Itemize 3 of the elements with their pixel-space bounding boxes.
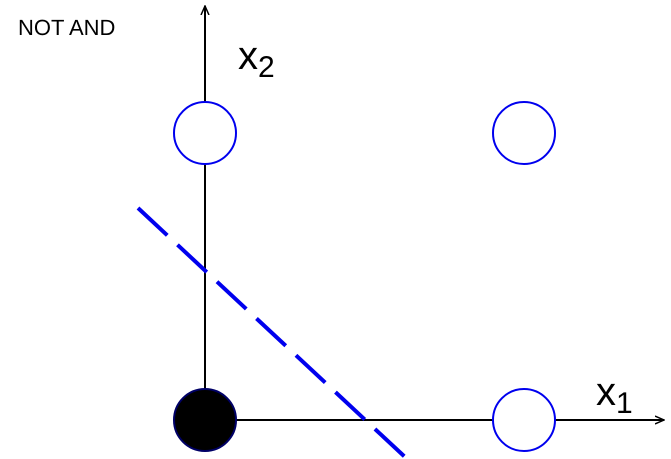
axis-label: x$_{1}$: [596, 372, 633, 412]
axis-label: x$_{2}$: [238, 36, 275, 76]
title: NOT AND: [18, 17, 116, 39]
